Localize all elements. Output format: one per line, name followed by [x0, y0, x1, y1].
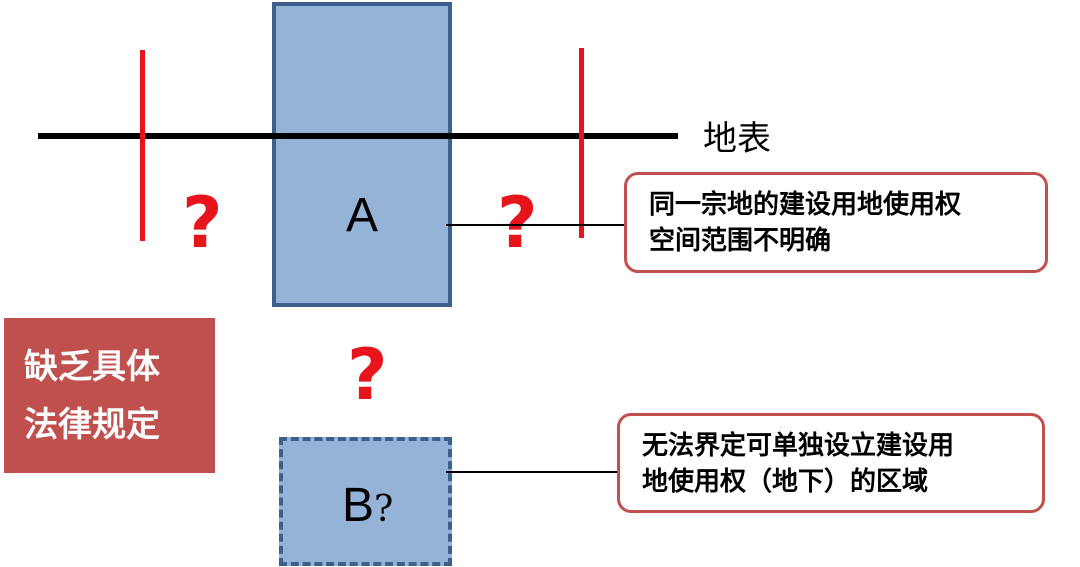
connector-top	[446, 224, 624, 226]
lacking-law-line1: 缺乏具体	[24, 347, 160, 387]
callout-top-line1: 同一宗地的建设用地使用权	[649, 190, 962, 220]
parcel-a-box	[272, 2, 452, 307]
parcel-b-letter: B	[342, 479, 375, 532]
callout-bottom-line1: 无法界定可单独设立建设用	[642, 431, 955, 461]
parcel-a-label: A	[345, 189, 378, 242]
parcel-b-label: B?	[342, 478, 393, 538]
question-mark-right: ?	[497, 182, 538, 264]
callout-top-line2: 空间范围不明确	[649, 226, 832, 256]
parcel-b-question: ?	[374, 489, 394, 530]
callout-top: 同一宗地的建设用地使用权 空间范围不明确	[624, 172, 1048, 273]
question-mark-below: ?	[347, 334, 388, 416]
lacking-law-line2: 法律规定	[24, 405, 160, 445]
connector-bottom	[446, 471, 618, 473]
left-boundary-line	[140, 50, 145, 241]
callout-bottom-line2: 地使用权（地下）的区域	[642, 467, 929, 497]
ground-surface-line	[38, 133, 678, 139]
callout-bottom: 无法界定可单独设立建设用 地使用权（地下）的区域	[617, 413, 1045, 513]
question-mark-left: ?	[182, 182, 223, 264]
right-boundary-line	[579, 48, 584, 238]
ground-surface-label: 地表	[703, 119, 771, 159]
lacking-law-box: 缺乏具体 法律规定	[4, 318, 215, 473]
parcel-b-box	[279, 437, 452, 566]
